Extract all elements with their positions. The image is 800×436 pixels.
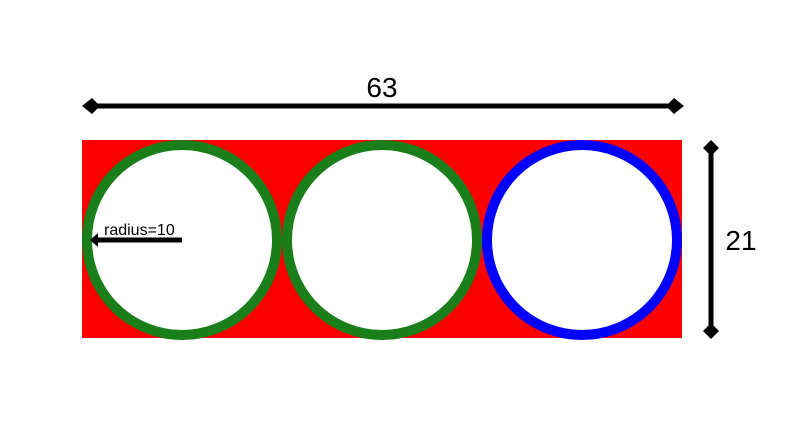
radius-label: radius=10 [104,222,175,239]
circle-2 [282,140,482,340]
width-dimension-left-arrowhead [82,98,100,114]
height-dimension-bottom-arrowhead [703,323,719,339]
circle-3 [482,140,682,340]
radius-arrowhead [90,233,98,247]
width-dimension-right-arrowhead [666,98,684,114]
height-dimension-top-arrowhead [703,140,719,156]
height-label: 21 [725,225,756,256]
width-label: 63 [366,72,397,103]
